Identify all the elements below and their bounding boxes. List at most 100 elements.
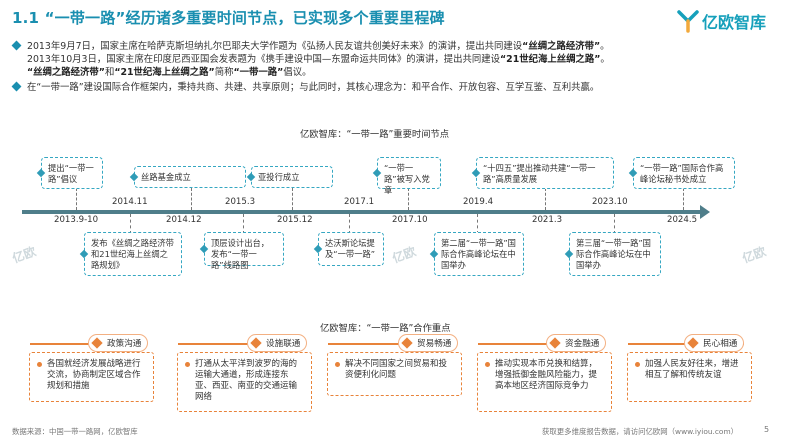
timeline-caption: 亿欧智库：“一带一路”重要时间节点 [300,129,450,140]
diamond-bullet-icon [11,81,22,92]
diamond-marker-icon [313,244,323,254]
intro-text: 。 [600,41,610,52]
event-text: 第二届“一带一路”国际合作高峰论坛在中国举办 [441,238,516,270]
year-label: 2021.3 [532,215,563,225]
year-label: 2014.11 [112,197,148,207]
category-text: 推动实现本币兑换和结算，增强抵御金融风险能力，提高本地区经济国际竞争力 [495,359,598,391]
bullet-dot-icon [635,362,640,367]
category-label: 设施联通 [266,339,301,349]
event-text: 发布《丝绸之路经济带和21世纪海上丝绸之路规划》 [91,238,174,270]
timeline-event: 丝路基金成立 [129,166,246,188]
timeline-connector [349,214,350,234]
diamond-bullet-icon [11,40,22,51]
year-label: 2017.1 [344,197,375,207]
logo-icon [677,10,699,33]
intro-highlight: “一带一路” [233,67,284,78]
diamond-marker-icon [628,168,638,178]
focus-caption: 亿欧智库：“一带一路”合作重点 [320,323,451,334]
event-text: 提出“一带一路”倡议 [48,163,94,184]
timeline-connector [243,214,244,234]
diamond-marker-icon [129,172,139,182]
intro-bullet-2: 在“一带一路”建设国际合作框架内，秉持共商、共建、共享原则；与此同时，其核心理念… [11,81,781,94]
intro-highlight: “丝绸之路经济带” [522,41,601,52]
event-text: 丝路基金成立 [141,172,191,182]
logo-text: 亿欧智库 [702,13,767,32]
page-number: 5 [764,425,770,434]
timeline-connector [130,214,131,234]
intro-bullets: 2013年9月7日，国家主席在哈萨克斯坦纳扎尔巴耶夫大学作题为《弘扬人民友谊共创… [11,40,781,96]
category-label: 民心相通 [703,339,738,349]
timeline-axis [22,210,702,214]
timeline-connector [545,188,546,210]
category-box: 打通从太平洋到波罗的海的运输大通道，形成连接东亚、西亚、南亚的交通运输网络 [177,352,312,412]
timeline-event: 发布《丝绸之路经济带和21世纪海上丝绸之路规划》 [79,232,182,276]
diamond-marker-icon [471,168,481,178]
diamond-icon [250,337,262,349]
category-text: 解决不同国家之间贸易和投资便利化问题 [345,359,448,380]
intro-text: 在“一带一路”建设国际合作框架内，秉持共商、共建、共享原则；与此同时，其核心理念… [27,82,600,93]
timeline-event: 亚投行成立 [246,166,333,188]
timeline-connector [683,188,684,210]
timeline-event: “一带一路”国际合作高峰论坛秘书处成立 [628,157,735,189]
timeline-event: “一带一路”被写入党章 [372,157,441,195]
diamond-icon [91,337,103,349]
intro-text: 和 [104,67,115,78]
page-title: 1.1 “一带一路”经历诸多重要时间节点，已实现多个重要里程碑 [12,9,445,27]
bullet-dot-icon [185,362,190,367]
category-pill: 政策沟通 [88,334,149,352]
year-label: 2017.10 [392,215,428,225]
year-label: 2014.12 [166,215,202,225]
timeline-event: 第二届“一带一路”国际合作高峰论坛在中国举办 [429,232,524,276]
bullet-dot-icon [335,362,340,367]
timeline-connector [408,188,409,210]
intro-highlight: “丝绸之路经济带” [27,67,105,78]
intro-highlight: “21世纪海上丝绸之路” [114,67,215,78]
category-label: 资金融通 [565,339,600,349]
category-box: 推动实现本币兑换和结算，增强抵御金融风险能力，提高本地区经济国际竞争力 [477,352,612,412]
timeline-event: 提出“一带一路”倡议 [36,157,103,189]
timeline-connector [292,188,293,210]
intro-text: 简称 [214,67,234,78]
event-text: 第三届“一带一路”国际合作高峰论坛在中国举办 [576,238,651,270]
watermark-logo-icon: 亿欧 [390,244,418,266]
diamond-icon [401,337,413,349]
year-label: 2015.12 [277,215,313,225]
category-text: 打通从太平洋到波罗的海的运输大通道，形成连接东亚、西亚、南亚的交通运输网络 [195,359,298,402]
event-text: “十四五”提出推动共建“一带一路”高质量发展 [483,163,596,184]
year-label: 2015.3 [225,197,256,207]
bullet-dot-icon [37,362,42,367]
footer-source: 数据来源：中国一带一路网，亿欧智库 [12,427,138,436]
intro-text: 2013年9月7日，国家主席在哈萨克斯坦纳扎尔巴耶夫大学作题为《弘扬人民友谊共创… [27,41,523,52]
timeline-event: “十四五”提出推动共建“一带一路”高质量发展 [471,157,614,189]
timeline-connector [76,188,77,210]
category-label: 贸易畅通 [417,339,452,349]
year-label: 2024.5 [667,215,698,225]
brand-logo: 亿欧智库 [677,8,766,34]
watermark-logo-icon: 亿欧 [10,244,38,266]
diamond-icon [549,337,561,349]
timeline-arrow-icon [700,205,710,219]
event-text: “一带一路”国际合作高峰论坛秘书处成立 [640,163,724,184]
year-label: 2023.10 [592,197,628,207]
event-text: “一带一路”被写入党章 [384,163,430,195]
timeline-event: 第三届“一带一路”国际合作高峰论坛在中国举办 [564,232,661,276]
diamond-marker-icon [429,249,439,259]
diamond-marker-icon [564,249,574,259]
timeline-connector [477,214,478,234]
intro-text: 倡议。 [283,67,312,78]
timeline-event: 达沃斯论坛提及“一带一路” [313,232,384,266]
timeline-event: 顶层设计出台，发布“一带一路”线路图 [199,232,284,270]
event-text: 亚投行成立 [258,172,300,182]
category-pill: 设施联通 [247,334,308,352]
category-text: 各国就经济发展战略进行交流，协商制定区域合作规划和措施 [47,359,141,391]
intro-text: 。 [600,54,610,65]
intro-highlight: “21世纪海上丝绸之路” [500,54,601,65]
footer-promo-link[interactable]: 获取更多维度报告数据，请访问亿欧网（www.iyiou.com） [542,427,739,436]
event-text: 达沃斯论坛提及“一带一路” [325,238,376,259]
category-pill: 贸易畅通 [398,334,459,352]
category-pill: 民心相通 [684,334,745,352]
category-box: 加强人民友好往来，增进相互了解和传统友谊 [627,352,752,402]
category-pill: 资金融通 [546,334,607,352]
category-label: 政策沟通 [107,339,142,349]
intro-bullet-1: 2013年9月7日，国家主席在哈萨克斯坦纳扎尔巴耶夫大学作题为《弘扬人民友谊共创… [11,40,781,79]
